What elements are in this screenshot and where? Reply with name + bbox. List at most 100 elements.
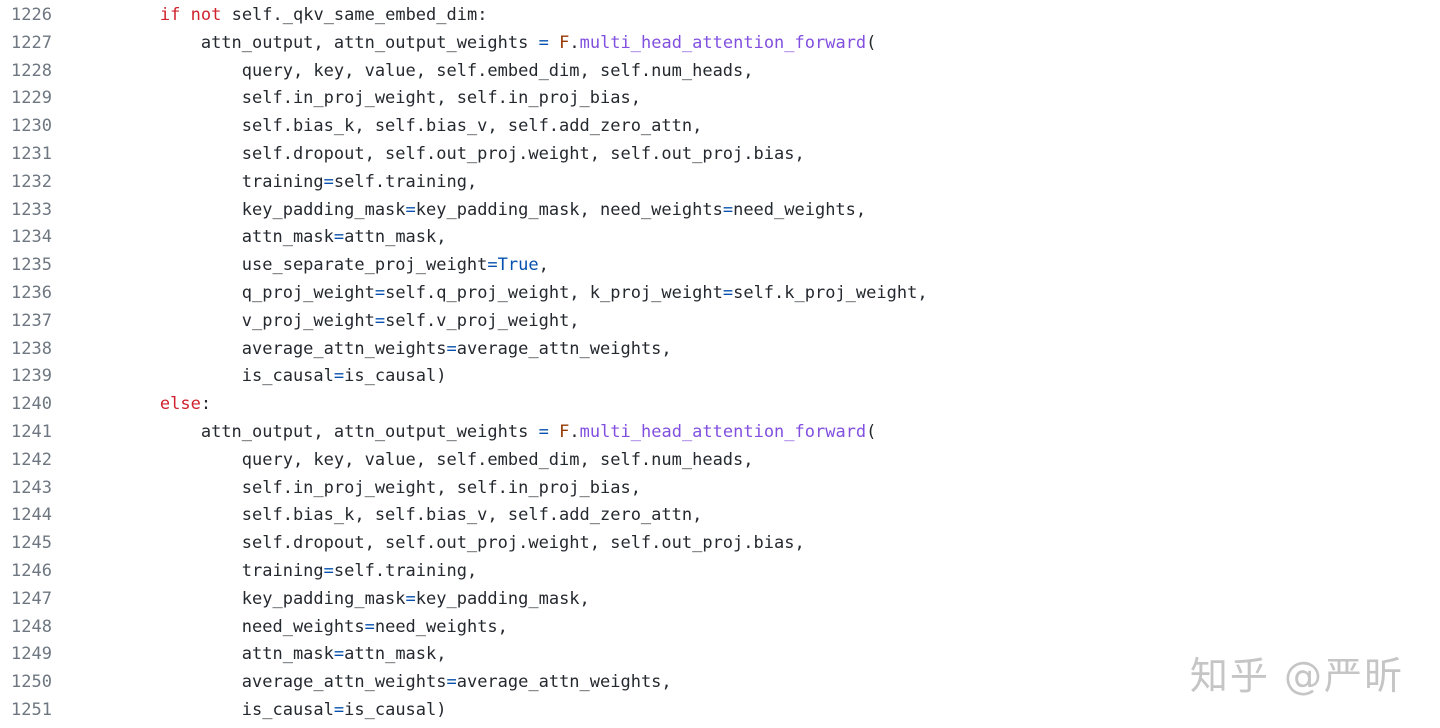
- text-token: need_weights: [241, 616, 365, 637]
- indent: [78, 478, 242, 498]
- text-token: (: [866, 421, 877, 442]
- text-token: self.training,: [333, 560, 478, 581]
- keyword-token: if: [159, 5, 181, 25]
- operator-token: =: [722, 199, 734, 220]
- text-token: is_causal: [241, 699, 334, 720]
- line-number: 1233: [11, 199, 52, 220]
- line-number: 1232: [11, 171, 52, 192]
- text-token: self.k_proj_weight,: [733, 282, 928, 303]
- code-text: need_weights=need_weights,: [52, 614, 508, 642]
- indent: [78, 644, 242, 664]
- text-token: .: [569, 421, 580, 442]
- text-token: self.dropout, self.out_proj.weight, self…: [241, 533, 805, 554]
- line-number: 1246: [11, 560, 52, 581]
- text-token: key_padding_mask: [241, 588, 406, 609]
- line-number: 1247: [11, 588, 52, 609]
- line-number: 1249: [11, 644, 52, 665]
- text-token: need_weights,: [374, 616, 508, 637]
- text-token: key_padding_mask,: [415, 588, 590, 609]
- text-token: self.bias_k, self.bias_v, self.add_zero_…: [241, 116, 703, 137]
- code-text: self.in_proj_weight, self.in_proj_bias,: [52, 85, 641, 113]
- line-number: 1250: [11, 672, 52, 693]
- line-number: 1251: [11, 699, 52, 720]
- line-number: 1231: [11, 143, 52, 164]
- text-token: [549, 422, 559, 442]
- line-number: 1226: [11, 5, 52, 25]
- operator-token: =: [333, 366, 345, 387]
- line-number: 1244: [11, 505, 52, 526]
- text-token: self.v_proj_weight,: [385, 310, 580, 331]
- code-line: 1247 key_padding_mask=key_padding_mask,: [0, 586, 928, 614]
- indent: [78, 283, 242, 303]
- text-token: is_causal: [241, 366, 334, 387]
- indent: [78, 617, 242, 637]
- indent: [78, 116, 242, 136]
- text-token: self.in_proj_weight, self.in_proj_bias,: [241, 88, 641, 109]
- code-text: training=self.training,: [52, 169, 477, 197]
- code-text: self.dropout, self.out_proj.weight, self…: [52, 141, 805, 169]
- line-number: 1243: [11, 477, 52, 498]
- indent: [78, 227, 242, 247]
- code-line: 1233 key_padding_mask=key_padding_mask, …: [0, 197, 928, 225]
- code-lines: 1226 if not self._qkv_same_embed_dim: 122…: [0, 2, 928, 725]
- code-line: 1244 self.bias_k, self.bias_v, self.add_…: [0, 502, 928, 530]
- code-line: 1238 average_attn_weights=average_attn_w…: [0, 336, 928, 364]
- operator-token: =: [538, 32, 549, 53]
- code-line: 1229 self.in_proj_weight, self.in_proj_b…: [0, 85, 928, 113]
- text-token: attn_output, attn_output_weights: [200, 32, 539, 53]
- indent: [78, 700, 242, 720]
- operator-token: =: [323, 560, 334, 581]
- code-text: if not self._qkv_same_embed_dim:: [52, 2, 488, 30]
- line-number: 1230: [11, 116, 52, 137]
- text-token: self._qkv_same_embed_dim:: [221, 5, 488, 25]
- code-text: self.in_proj_weight, self.in_proj_bias,: [52, 475, 641, 503]
- indent: [78, 33, 201, 53]
- line-number: 1248: [11, 616, 52, 637]
- line-number: 1239: [11, 366, 52, 387]
- code-text: use_separate_proj_weight=True,: [52, 252, 549, 280]
- code-text: attn_mask=attn_mask,: [52, 224, 447, 252]
- indent: [78, 311, 242, 331]
- indent: [78, 450, 242, 470]
- text-token: attn_mask,: [344, 227, 447, 248]
- text-token: query, key, value, self.embed_dim, self.…: [241, 60, 754, 81]
- line-number: 1236: [11, 282, 52, 303]
- indent: [78, 422, 201, 442]
- code-line: 1230 self.bias_k, self.bias_v, self.add_…: [0, 113, 928, 141]
- text-token: attn_mask: [241, 644, 334, 665]
- operator-token: =: [333, 644, 345, 665]
- operator-token: =: [333, 227, 345, 248]
- text-token: is_causal): [344, 699, 447, 720]
- code-line: 1234 attn_mask=attn_mask,: [0, 224, 928, 252]
- indent: [78, 533, 242, 553]
- code-text: key_padding_mask=key_padding_mask,: [52, 586, 590, 614]
- constant-token: True: [497, 255, 539, 276]
- text-token: attn_mask,: [344, 644, 447, 665]
- text-token: .: [569, 32, 580, 53]
- text-token: training: [241, 560, 324, 581]
- watermark: 知乎 @严昕: [1189, 654, 1404, 698]
- code-text: attn_output, attn_output_weights = F.mul…: [52, 30, 877, 58]
- code-text: key_padding_mask=key_padding_mask, need_…: [52, 197, 866, 225]
- code-text: average_attn_weights=average_attn_weight…: [52, 669, 672, 697]
- code-text: v_proj_weight=self.v_proj_weight,: [52, 308, 580, 336]
- text-token: need_weights,: [733, 199, 867, 220]
- text-token: average_attn_weights: [241, 338, 447, 359]
- text-token: average_attn_weights: [241, 672, 447, 693]
- indent: [78, 255, 242, 275]
- code-line: 1242 query, key, value, self.embed_dim, …: [0, 447, 928, 475]
- code-line: 1236 q_proj_weight=self.q_proj_weight, k…: [0, 280, 928, 308]
- code-line: 1231 self.dropout, self.out_proj.weight,…: [0, 141, 928, 169]
- text-token: (: [866, 32, 877, 53]
- indent: [78, 5, 160, 25]
- code-text: is_causal=is_causal): [52, 697, 447, 725]
- text-token: query, key, value, self.embed_dim, self.…: [241, 449, 754, 470]
- keyword-token: not: [190, 5, 222, 25]
- operator-token: =: [405, 199, 416, 220]
- code-line: 1240 else:: [0, 391, 928, 419]
- line-number: 1242: [11, 449, 52, 470]
- keyword-token: else: [159, 394, 201, 415]
- operator-token: =: [364, 616, 375, 637]
- text-token: [549, 33, 559, 53]
- indent: [78, 672, 242, 692]
